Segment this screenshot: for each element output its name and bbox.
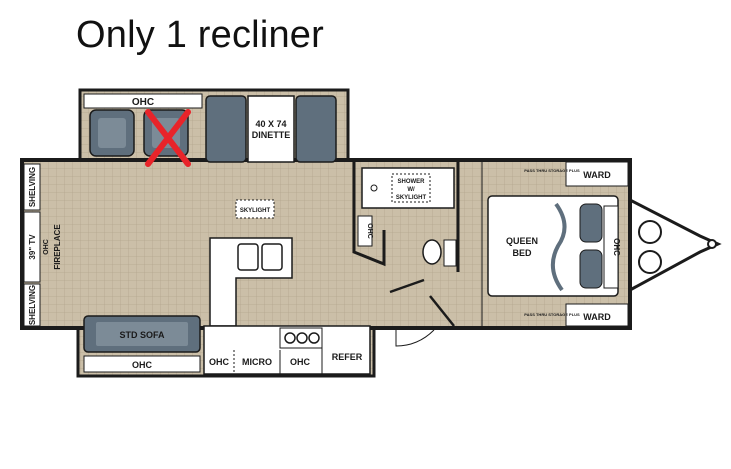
ward-bottom-label: WARD [583,312,611,322]
hitch [629,198,722,292]
bed-ohc-box [603,205,619,289]
strike-mark [145,109,191,167]
bath-ohc-label: OHC [366,223,373,239]
tv-label: 39" TV [28,234,37,260]
ohc-sofa-box [83,355,201,373]
fireplace-label: FIREPLACE [53,224,62,270]
skylight-box [235,199,275,219]
bed-label: BED [512,248,532,258]
shower-label-1: SHOWER [398,179,426,185]
ward-top-label: WARD [583,170,611,180]
cooktop [279,327,323,349]
skylight-label: SKYLIGHT [240,208,271,214]
sofa-cushion [96,322,188,346]
jack-icon-2 [638,250,662,274]
dinette-bench-right [295,95,337,163]
tv-cabinet [23,211,41,283]
pillow-bottom [579,249,603,289]
ohc-top-box [83,93,203,109]
dinette-size-label: 40 X 74 [255,119,286,129]
ward-bottom [565,303,629,327]
dinette-label: DINETTE [252,130,291,140]
jack-icon [638,220,662,244]
ward-top [565,161,629,187]
shelving-bottom [23,283,41,327]
shower-label-2: W/ [407,187,415,193]
lav-cabinet [443,239,457,267]
burner-icon-2 [296,332,308,344]
bedroom-door [429,295,455,327]
bath-ohc-box [357,215,373,247]
ohc-sofa-label: OHC [132,360,153,370]
dinette-table [247,95,295,163]
micro-label: MICRO [242,357,272,367]
shower-label-3: SKYLIGHT [396,195,427,201]
drain-icon [370,184,378,192]
ohc-top-label: OHC [132,97,154,108]
shower-skylight [391,173,431,203]
caption-text: Only 1 recliner [76,14,324,56]
refer-label: REFER [332,352,363,362]
storage-top-label: PASS THRU STORAGE PLUS [524,168,580,173]
ohc-micro-left-label: OHC [209,357,230,367]
fireplace-ohc-label: OHC [43,239,50,255]
bed-ohc-label: OHC [612,238,621,256]
bathroom-wall [352,160,460,272]
sink-right [261,243,283,271]
entry-door [395,329,435,347]
shelving-bottom-label: SHELVING [28,285,37,325]
dinette-bench-left [205,95,247,163]
bath-door [389,278,425,294]
recliner-left-seat [98,118,126,148]
coupler-icon [707,239,717,249]
pillow-top [579,203,603,243]
burner-icon-1 [284,332,296,344]
toilet-icon [422,239,442,265]
sofa-label: STD SOFA [119,330,165,340]
burner-icon-3 [308,332,320,344]
storage-bottom-label: PASS THRU STORAGE PLUS [524,312,580,317]
shelving-top-label: SHELVING [28,167,37,207]
queen-label: QUEEN [506,236,538,246]
ohc-kitchen-label: OHC [290,357,311,367]
sink-left [237,243,259,271]
shelving-top [23,163,41,211]
bed-blanket-line [550,202,567,292]
